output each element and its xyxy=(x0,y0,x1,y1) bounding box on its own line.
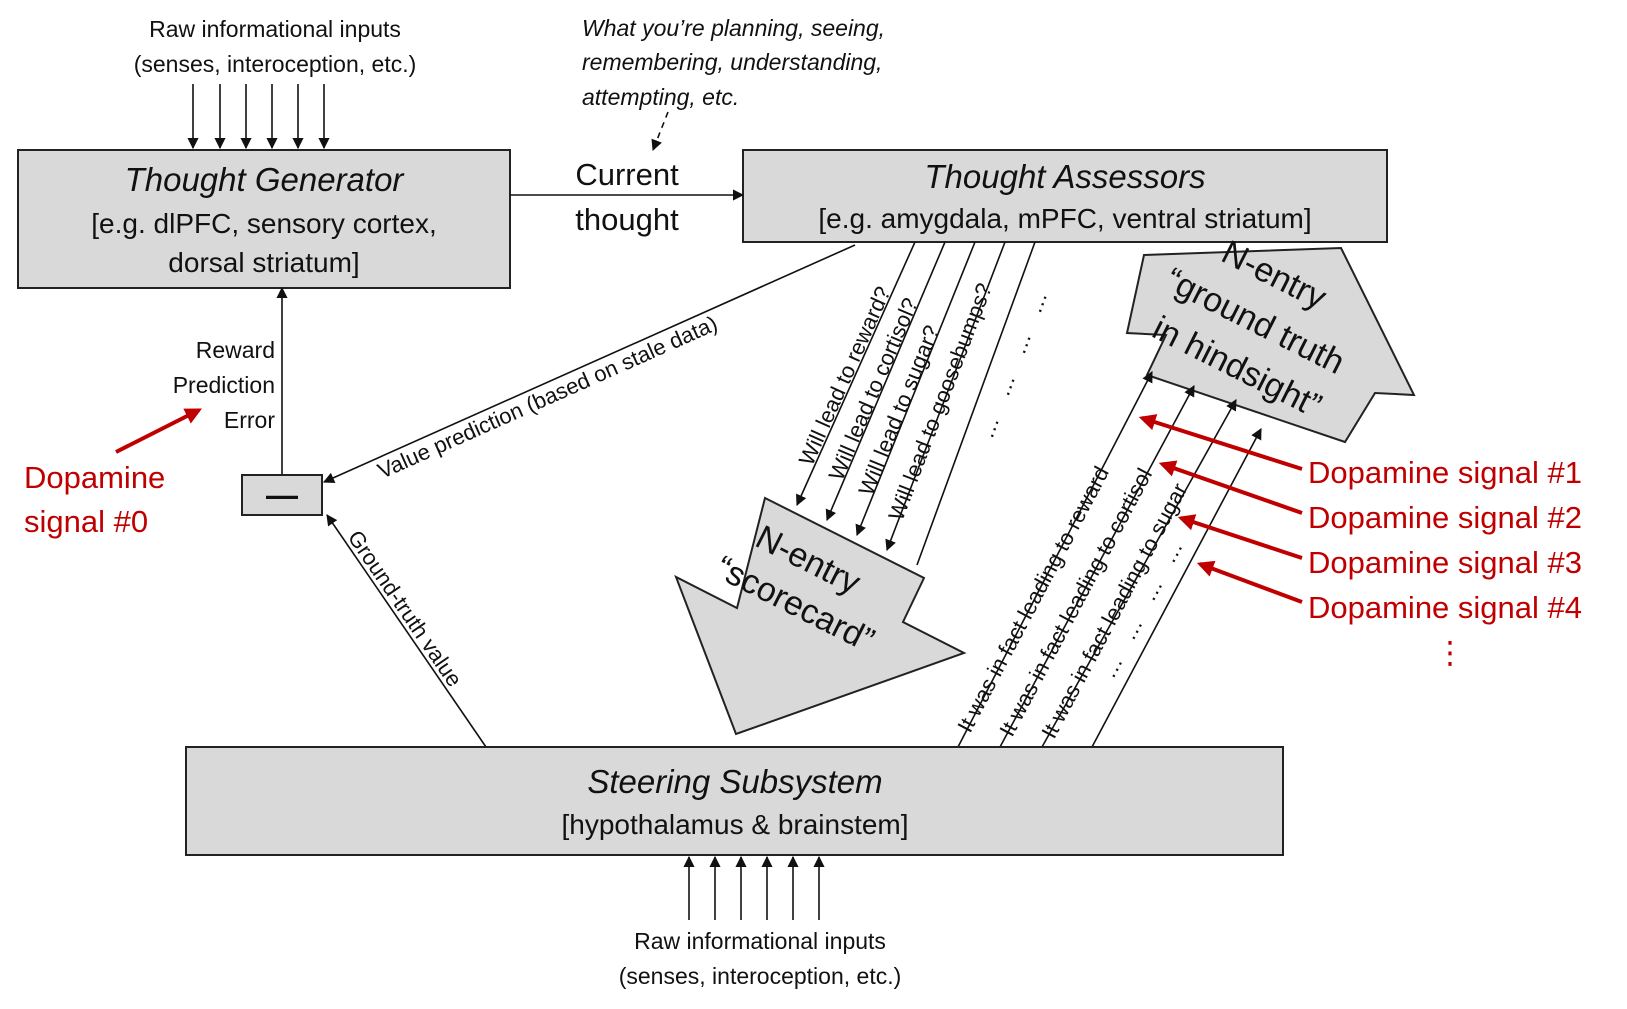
dopamine-signal-1: Dopamine signal #1 xyxy=(1308,455,1582,490)
thought-assessors-title: Thought Assessors xyxy=(924,158,1205,195)
thought-assessors-box: Thought Assessors [e.g. amygdala, mPFC, … xyxy=(742,149,1388,243)
svg-text:…: … xyxy=(1005,328,1036,357)
annotation-line3: attempting, etc. xyxy=(582,84,739,110)
hindsight-big-arrow xyxy=(1125,246,1416,444)
svg-text:…: … xyxy=(973,412,1004,441)
bottom-input-arrows xyxy=(683,855,825,920)
thought-generator-box: Thought Generator [e.g. dlPFC, sensory c… xyxy=(17,149,511,289)
annotation-line2: remembering, understanding, xyxy=(582,49,882,75)
steering-subsystem-line1: [hypothalamus & brainstem] xyxy=(561,809,908,840)
steering-subsystem-title: Steering Subsystem xyxy=(587,763,882,800)
rpe-line3: Error xyxy=(224,407,275,433)
dopamine0-line1: Dopamine xyxy=(24,460,165,495)
dopamine-signal-2: Dopamine signal #2 xyxy=(1308,500,1582,535)
svg-text:…: … xyxy=(1021,287,1052,316)
will-lead-arrows xyxy=(796,241,1036,566)
bottom-inputs-line2: (senses, interoception, etc.) xyxy=(619,963,902,989)
steering-subsystem-box: Steering Subsystem [hypothalamus & brain… xyxy=(185,746,1284,856)
bottom-inputs-line1: Raw informational inputs xyxy=(634,928,886,954)
in-fact-arrows xyxy=(957,371,1262,748)
thought-generator-line2: dorsal striatum] xyxy=(168,247,359,278)
dopamine-signal-3: Dopamine signal #3 xyxy=(1308,545,1582,580)
value-prediction-label: Value prediction (based on stale data) xyxy=(374,311,721,484)
svg-text:…: … xyxy=(989,370,1020,399)
top-inputs-line1: Raw informational inputs xyxy=(149,16,401,42)
rpe-line1: Reward xyxy=(196,337,275,363)
top-input-arrows xyxy=(187,84,330,150)
dopamine0-arrow xyxy=(115,408,202,454)
rpe-line2: Prediction xyxy=(173,372,275,398)
subtract-box: — xyxy=(241,474,323,516)
top-inputs-line2: (senses, interoception, etc.) xyxy=(134,51,417,77)
annotation-dashed-arrow xyxy=(651,111,669,152)
dopamine-signal-4: Dopamine signal #4 xyxy=(1308,590,1582,625)
current-thought-line1: Current xyxy=(575,157,679,192)
current-thought-line2: thought xyxy=(575,202,679,237)
thought-generator-title: Thought Generator xyxy=(125,161,406,198)
dopamine-signal-arrows xyxy=(1138,414,1303,604)
ground-truth-value-label: Ground-truth value xyxy=(343,526,467,691)
ground-truth-value-arrow xyxy=(326,514,487,748)
dopamine0-line2: signal #0 xyxy=(24,504,148,539)
annotation-line1: What you’re planning, seeing, xyxy=(582,15,885,41)
dopamine-vertical-ellipsis: ⋮ xyxy=(1435,635,1466,670)
thought-assessors-line1: [e.g. amygdala, mPFC, ventral striatum] xyxy=(818,203,1311,234)
value-prediction-arrow xyxy=(322,244,856,484)
scorecard-big-arrow xyxy=(674,496,967,736)
thought-generator-line1: [e.g. dlPFC, sensory cortex, xyxy=(91,208,436,239)
subtract-symbol: — xyxy=(266,477,298,513)
